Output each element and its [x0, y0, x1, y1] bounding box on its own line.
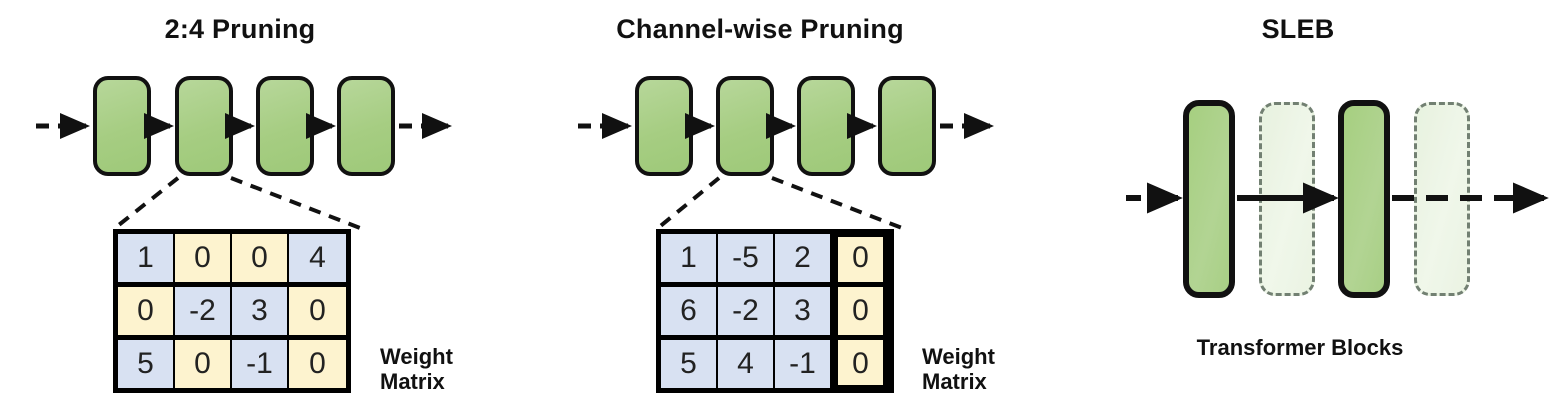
- matrix-cell: -1: [775, 340, 832, 388]
- weight-matrix-label-line2: Matrix: [922, 368, 987, 394]
- weight-matrix-label-line1: Weight: [380, 344, 453, 369]
- sleb-block-4-removed: [1414, 102, 1470, 296]
- matrix-row: 1 0 0 4: [118, 234, 346, 282]
- matrix-cell-pruned-channel: 0: [832, 287, 889, 335]
- panel1-weight-matrix: 1 0 0 4 0 -2 3 0 5 0 -1 0: [113, 229, 351, 393]
- matrix-cell: 0: [175, 234, 232, 282]
- matrix-cell: -1: [232, 340, 289, 388]
- matrix-cell: 4: [289, 234, 346, 282]
- matrix-cell: 6: [661, 287, 718, 335]
- panel2-block-2: [716, 76, 774, 176]
- matrix-cell: 1: [118, 234, 175, 282]
- matrix-cell: 5: [118, 340, 175, 388]
- panel1-weight-matrix-label: Weight Matrix: [380, 344, 500, 394]
- matrix-row: 6 -2 3 0: [661, 282, 889, 335]
- panel2-block-1: [635, 76, 693, 176]
- weight-matrix-label-line2: Matrix: [380, 368, 445, 394]
- matrix-cell: 1: [661, 234, 718, 282]
- matrix-row: 0 -2 3 0: [118, 282, 346, 335]
- panel2-zoom-line-left: [656, 176, 721, 230]
- matrix-cell: 4: [718, 340, 775, 388]
- panel1-block-4: [337, 76, 395, 176]
- matrix-cell: 5: [661, 340, 718, 388]
- matrix-cell-pruned-channel: 0: [832, 340, 889, 388]
- panel2-zoom-line-right: [771, 176, 903, 230]
- matrix-cell: -5: [718, 234, 775, 282]
- panel2-block-4: [878, 76, 936, 176]
- matrix-cell: 0: [232, 234, 289, 282]
- panel-title-channel-wise-pruning: Channel-wise Pruning: [616, 14, 904, 44]
- matrix-cell: -2: [175, 287, 232, 335]
- panel1-block-1: [93, 76, 151, 176]
- matrix-cell: 3: [232, 287, 289, 335]
- matrix-cell: 3: [775, 287, 832, 335]
- matrix-row: 1 -5 2 0: [661, 234, 889, 282]
- sleb-block-1-kept: [1183, 100, 1235, 298]
- sleb-caption: Transformer Blocks: [1196, 335, 1404, 360]
- panel-title-sleb: SLEB: [1261, 14, 1335, 44]
- panel1-block-2: [175, 76, 233, 176]
- weight-matrix-label-line1: Weight: [922, 344, 995, 369]
- matrix-cell: 2: [775, 234, 832, 282]
- matrix-cell: 0: [289, 340, 346, 388]
- matrix-cell: 0: [175, 340, 232, 388]
- matrix-row: 5 4 -1 0: [661, 335, 889, 388]
- sleb-block-2-removed: [1259, 102, 1315, 296]
- matrix-cell: -2: [718, 287, 775, 335]
- matrix-cell-pruned-channel: 0: [832, 234, 889, 282]
- matrix-row: 5 0 -1 0: [118, 335, 346, 388]
- panel1-zoom-line-left: [113, 176, 180, 230]
- panel1-block-3: [256, 76, 314, 176]
- panel2-weight-matrix-label: Weight Matrix: [922, 344, 1042, 394]
- matrix-cell: 0: [118, 287, 175, 335]
- panel1-zoom-line-right: [230, 176, 361, 230]
- sleb-block-3-kept: [1338, 100, 1390, 298]
- panel2-weight-matrix: 1 -5 2 0 6 -2 3 0 5 4 -1 0: [656, 229, 894, 393]
- panel2-block-3: [797, 76, 855, 176]
- matrix-cell: 0: [289, 287, 346, 335]
- panel-title-two-four-pruning: 2:4 Pruning: [164, 14, 316, 44]
